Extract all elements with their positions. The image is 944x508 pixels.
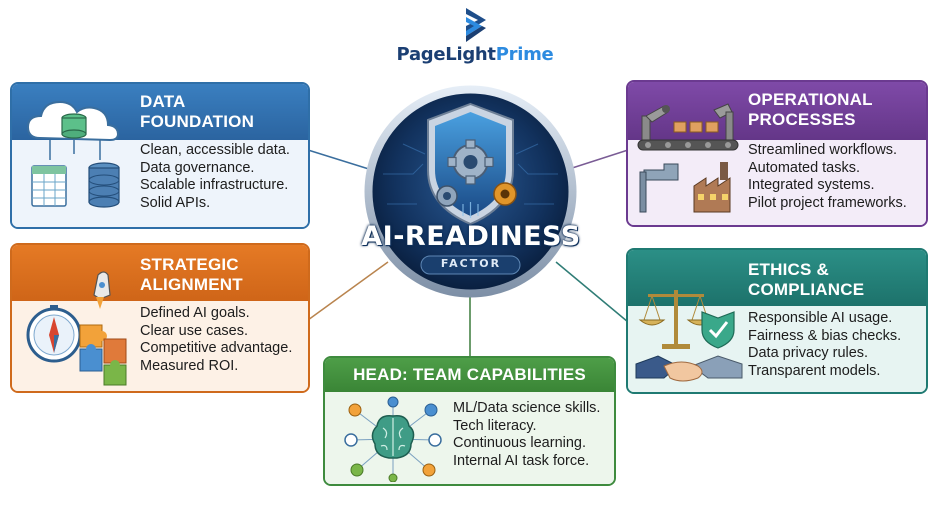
list-item: Internal AI task force. [453, 452, 590, 469]
badge-subtitle: FACTOR [440, 257, 502, 270]
list-item: Integrated systems. [748, 177, 875, 193]
title-line-2: PROCESSES [748, 110, 856, 129]
gear-icon-main [447, 139, 494, 185]
list-item: Competitive advantage. [140, 340, 293, 356]
list-item: Defined AI goals. [140, 305, 250, 321]
list-item: Responsible AI usage. [748, 310, 893, 326]
title-line-2: COMPLIANCE [748, 280, 865, 299]
list-item: Continuous learning. [453, 435, 587, 451]
list-item: ML/Data science skills. [453, 400, 601, 416]
list-item: Data governance. [140, 159, 255, 176]
list-item: Pilot project frameworks. [748, 194, 907, 211]
badge-title: AI-READINESS [361, 221, 581, 252]
card-data-foundation: DATA FOUNDATION Clean, accessible data. … [10, 82, 310, 229]
ai-readiness-badge [364, 85, 577, 298]
bullet-list: Responsible AI usage. Fairness & bias ch… [748, 310, 901, 380]
cloud-database-icon [26, 100, 120, 208]
bullet-list: Defined AI goals. Clear use cases. Compe… [140, 305, 292, 375]
gear-icon-small-left [436, 185, 458, 207]
robot-arm-factory-icon [637, 103, 739, 213]
list-item: Clear use cases. [140, 322, 248, 339]
logo-part2: Prime [495, 44, 554, 65]
title-line-1: ETHICS & [748, 260, 829, 279]
list-item: Automated tasks. [748, 159, 861, 176]
card-body: Streamlined workflows. Automated tasks. … [628, 140, 926, 225]
card-title: STRATEGIC ALIGNMENT [140, 255, 243, 295]
list-item: Tech literacy. [453, 417, 537, 434]
card-header: STRATEGIC ALIGNMENT [12, 245, 308, 301]
bullet-list: Clean, accessible data. Data governance.… [140, 142, 290, 212]
card-title: ETHICS & COMPLIANCE [748, 260, 864, 300]
scales-handshake-icon [635, 290, 743, 382]
card-team-capabilities: HEAD: TEAM CAPABILITIES ML/Data science … [323, 356, 616, 486]
logo-chevron-icon [466, 8, 486, 42]
title-line-2: ALIGNMENT [140, 275, 243, 294]
title-line-2: FOUNDATION [140, 112, 255, 131]
list-item: Transparent models. [748, 362, 881, 379]
card-header: OPERATIONAL PROCESSES [628, 82, 926, 140]
logo-part1: PageLight [396, 44, 497, 65]
card-title: OPERATIONAL PROCESSES [748, 90, 873, 130]
title-line-1: DATA [140, 92, 186, 111]
brain-network-icon [344, 396, 442, 482]
title-line-1: OPERATIONAL [748, 90, 873, 109]
bullet-list: Streamlined workflows. Automated tasks. … [748, 142, 907, 212]
list-item: Scalable infrastructure. [140, 177, 289, 193]
logo-wordmark: PageLightPrime [380, 44, 570, 65]
list-item: Data privacy rules. [748, 345, 869, 361]
card-strategic-alignment: STRATEGIC ALIGNMENT Defined AI goals. Cl… [10, 243, 310, 393]
list-item: Solid APIs. [140, 194, 211, 211]
title-line-1: STRATEGIC [140, 255, 239, 274]
card-title: HEAD: TEAM CAPABILITIES [353, 365, 586, 384]
brand-logo: PageLightPrime [380, 6, 570, 70]
card-title: DATA FOUNDATION [140, 92, 254, 132]
list-item: Fairness & bias checks. [748, 327, 902, 344]
bullet-list: ML/Data science skills. Tech literacy. C… [453, 400, 600, 470]
list-item: Clean, accessible data. [140, 142, 290, 158]
compass-rocket-puzzle-icon [26, 271, 127, 386]
gear-icon-small-right [493, 182, 517, 206]
card-header: HEAD: TEAM CAPABILITIES [325, 358, 614, 392]
list-item: Streamlined workflows. [748, 142, 898, 158]
list-item: Measured ROI. [140, 357, 239, 374]
card-ethics-compliance: ETHICS & COMPLIANCE Responsible AI usage… [626, 248, 928, 394]
card-operational-processes: OPERATIONAL PROCESSES Streamlined workfl… [626, 80, 928, 227]
